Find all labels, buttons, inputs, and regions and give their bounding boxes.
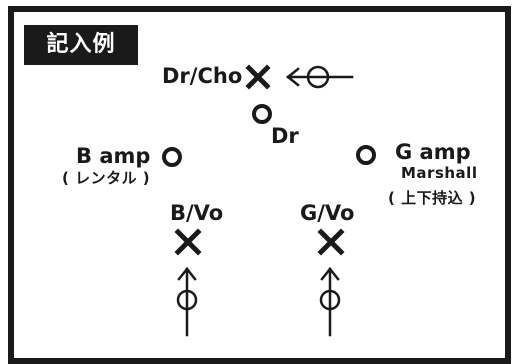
stage-plot-frame	[8, 6, 511, 364]
b-amp-note: ( レンタル )	[62, 169, 151, 187]
g-amp-label: G amp	[395, 140, 471, 164]
b-amp-circle-icon	[162, 147, 182, 167]
dr-label: Dr	[271, 124, 299, 148]
g-amp-circle-icon	[356, 145, 376, 165]
b-vo-mic-x-icon	[174, 228, 202, 256]
g-amp-model: Marshall	[401, 164, 478, 182]
example-badge: 記入例	[24, 25, 138, 65]
g-amp-note: ( 上下持込 )	[388, 189, 477, 207]
dr-cho-label: Dr/Cho	[162, 64, 243, 88]
b-vo-label: B/Vo	[170, 201, 224, 225]
g-vo-mic-x-icon	[317, 228, 345, 256]
dr-cho-mic-x-icon	[245, 64, 271, 90]
dr-cho-monitor-icon	[285, 65, 354, 89]
g-vo-monitor-icon	[319, 266, 341, 337]
b-amp-label: B amp	[76, 144, 151, 168]
g-vo-label: G/Vo	[300, 201, 355, 225]
drum-circle-icon	[252, 104, 272, 124]
b-vo-monitor-icon	[176, 266, 198, 337]
